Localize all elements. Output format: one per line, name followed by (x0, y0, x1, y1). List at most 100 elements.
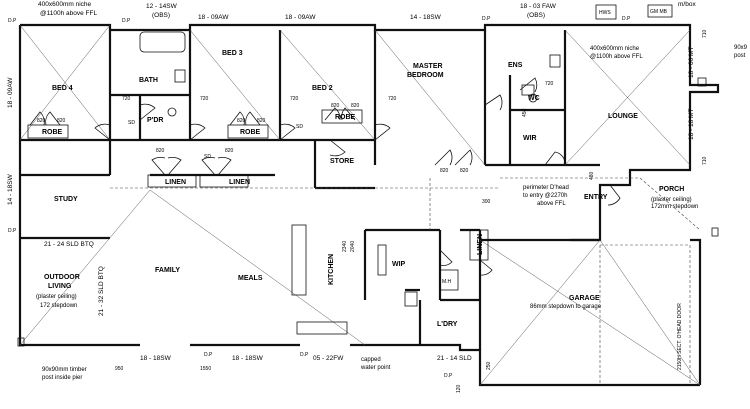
outdoor-note-1: (plaster ceiling) (36, 294, 77, 300)
meter-box (647, 4, 673, 18)
dim-480: 480 (589, 171, 595, 180)
room-wc: WC (528, 95, 540, 102)
post-note-1: 90x90mm timber (42, 367, 87, 373)
dp-bottom-2: D.P (300, 352, 309, 358)
room-study: STUDY (54, 196, 78, 203)
dim-450: 450 (522, 108, 528, 117)
dp-top-3: D.P (622, 16, 631, 22)
win-meals: 18 - 18SW (232, 355, 264, 362)
post-note-2: post inside pier (42, 375, 82, 381)
capped-note-2: water point (360, 365, 391, 371)
dim-820-e: 820 (331, 103, 340, 109)
dim-720-d: 720 (388, 96, 397, 102)
room-store: STORE (330, 158, 354, 165)
room-wir: WIR (523, 135, 537, 142)
room-entry: ENTRY (584, 194, 608, 201)
bathtub (139, 31, 186, 53)
room-porch: PORCH (659, 186, 684, 193)
post-right-2: post (734, 53, 746, 59)
dp-top-2: D.P (482, 16, 491, 22)
room-wip: WIP (392, 261, 406, 268)
room-ldry: L'DRY (437, 321, 458, 328)
room-bed3: BED 3 (222, 50, 243, 57)
win-lounge-2: 18 - 18 MT (688, 109, 695, 140)
capped-note-1: capped (361, 357, 381, 363)
dim-820-h: 820 (225, 148, 234, 154)
win-study-bottom: 21 - 24 SLD BTQ (44, 241, 94, 248)
room-ens: ENS (508, 62, 523, 69)
win-bed2: 18 - 09AW (285, 14, 316, 21)
sd-bath: SD (128, 120, 135, 126)
win-left-study: 14 - 18SW (7, 173, 14, 205)
room-living: LIVING (48, 283, 72, 290)
kitchen-island (291, 224, 307, 296)
dim-950: 950 (115, 366, 124, 372)
dp-bottom-1: D.P (204, 352, 213, 358)
robe-bed2: ROBE (335, 114, 356, 121)
room-meals: MEALS (238, 275, 263, 282)
hws-label: HWS (599, 10, 611, 16)
dim-820-b: 820 (57, 118, 66, 124)
bath-vanity (174, 69, 186, 83)
perimeter-note-2: to entry @2270h (523, 193, 567, 199)
dim-2340: 2340 (342, 241, 348, 252)
perimeter-note-1: perimeter D'head (523, 185, 569, 191)
dp-left-2: D.P (8, 228, 17, 234)
niche-left-2: @1100h above FFL (40, 10, 97, 17)
win-bed3: 18 - 09AW (198, 14, 229, 21)
porch-note-2: 172mm stepdown (651, 204, 698, 210)
dim-820-a: 820 (37, 118, 46, 124)
dim-820-c: 820 (237, 118, 246, 124)
niche-right-1: 400x600mm niche (590, 46, 640, 52)
win-left-bed4: 18 - 09AW (7, 77, 14, 108)
kitchen-bench (296, 321, 348, 335)
win-bath-2: (OBS) (152, 12, 170, 19)
room-family: FAMILY (155, 267, 180, 274)
linen-2: LINEN (229, 179, 250, 186)
win-ens-1: 18 - 03 FAW (520, 3, 557, 10)
room-bedroom: BEDROOM (407, 72, 444, 79)
pier-post-top (697, 77, 707, 87)
room-bed4: BED 4 (52, 85, 73, 92)
niche-left-1: 400x600mm niche (38, 1, 91, 8)
wc-toilet (521, 84, 535, 96)
room-bed2: BED 2 (312, 85, 333, 92)
dim-820-j: 820 (460, 168, 469, 174)
sd-hall: SD (204, 154, 211, 160)
dim-250: 250 (486, 361, 492, 370)
room-master: MASTER (413, 63, 443, 70)
linen-3: LINEN (477, 234, 484, 255)
room-outdoor: OUTDOOR (44, 274, 80, 281)
robe-bed4: ROBE (42, 129, 63, 136)
garage-door-note: 2150H SECT. O'HEAD DOOR (677, 303, 683, 370)
hws-unit (595, 4, 617, 20)
win-ldry: 21 - 14 SLD (437, 355, 472, 362)
mh-cupboard (439, 269, 459, 291)
pier-post-left (17, 337, 25, 347)
robe-boxes (27, 109, 489, 261)
dim-820-d: 820 (257, 118, 266, 124)
dim-820-f: 820 (351, 103, 360, 109)
exhaust-fan-wc (528, 93, 538, 103)
dp-top-1: D.P (122, 18, 131, 24)
dim-2040: 2040 (350, 241, 356, 252)
pier-post-right (711, 227, 719, 237)
dim-120: 120 (456, 384, 462, 393)
win-lounge-1: 18 - 06 MT (688, 47, 695, 78)
dim-720-b: 720 (200, 96, 209, 102)
hatch-lines (19, 24, 701, 386)
dp-bottom-3: D.P (444, 373, 453, 379)
porch-note-1: (plaster ceiling) (651, 197, 692, 203)
robe-bed3: ROBE (240, 129, 261, 136)
dp-left-1: D.P (8, 18, 17, 24)
exhaust-fan-bath (167, 107, 177, 117)
dim-820-g: 820 (156, 148, 165, 154)
outdoor-note-2: 172 stepdown (40, 303, 77, 309)
room-bath: BATH (139, 77, 158, 84)
room-kitchen: KITCHEN (328, 254, 335, 285)
post-right-1: 90x9 (734, 45, 748, 51)
win-kitchen: 05 - 22FW (313, 355, 344, 362)
sd-bed2: SD (296, 124, 303, 130)
wip-shelf (377, 244, 387, 276)
perimeter-note-3: above FFL (537, 201, 566, 207)
